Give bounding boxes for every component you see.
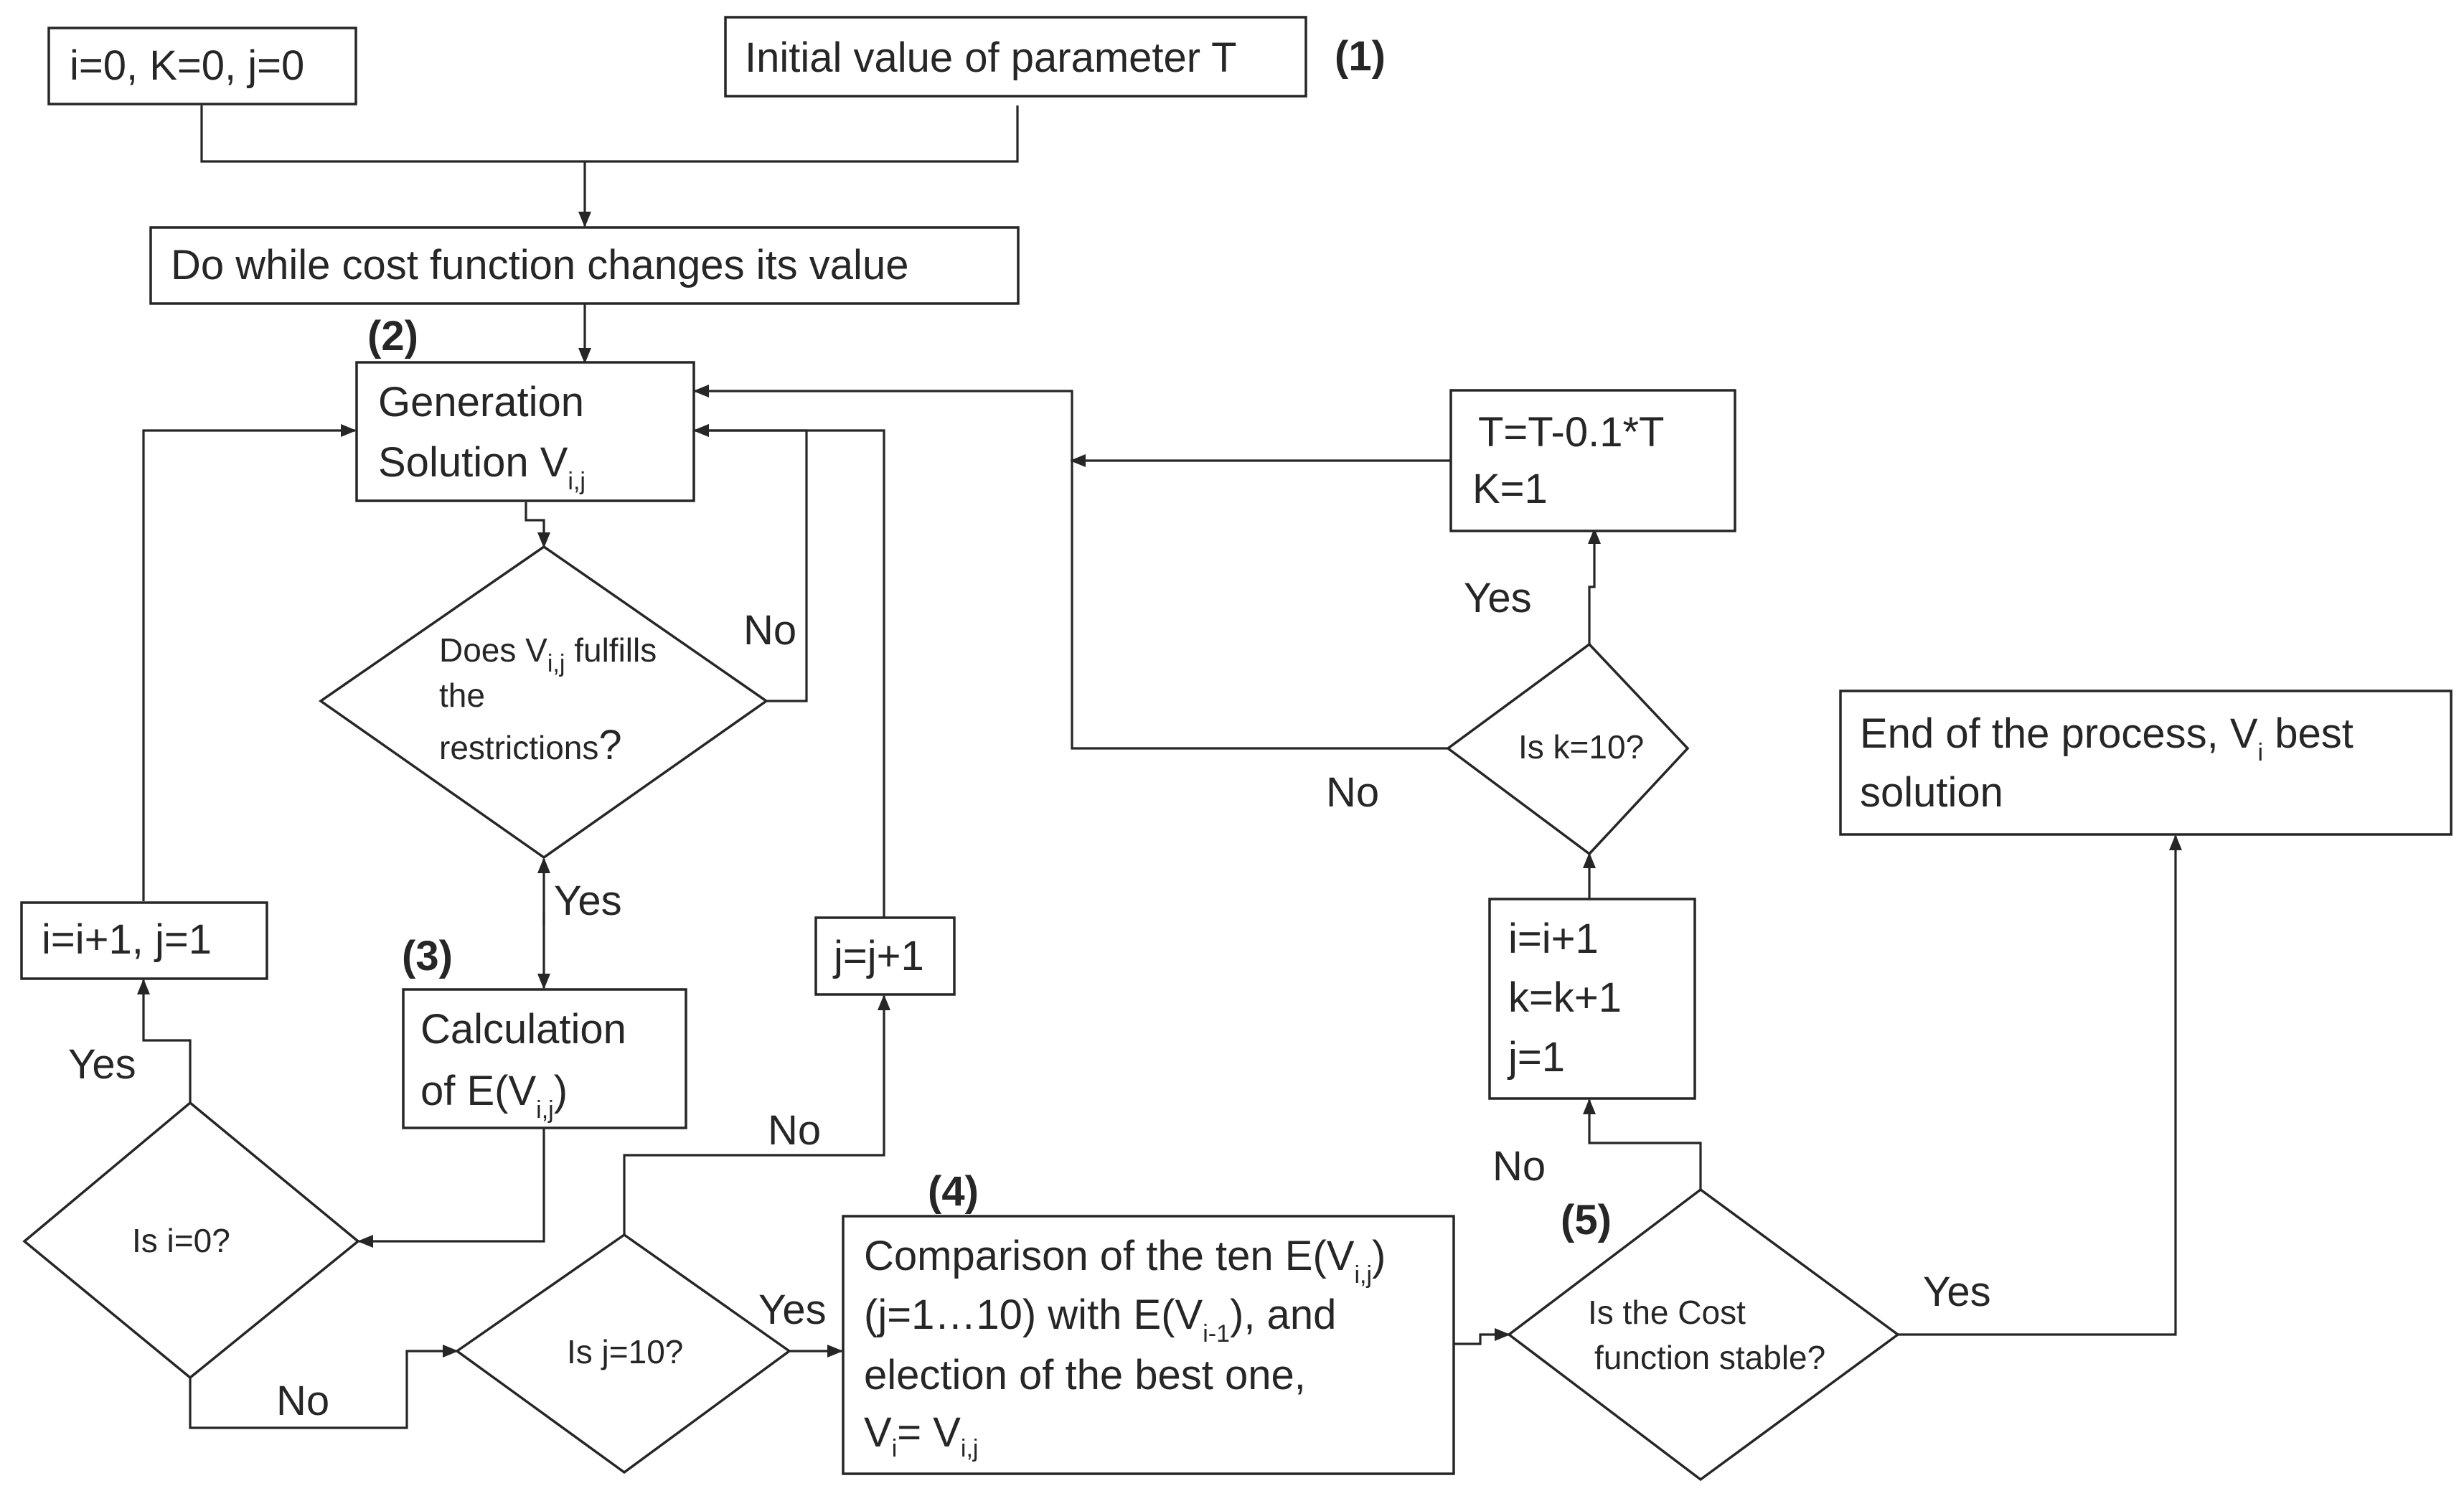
restrictions-line1: Does Vi,j fulfills	[439, 631, 657, 677]
is-j10-decision: Is j=10?	[454, 1233, 791, 1474]
inc-i-box: i=i+1, j=1	[20, 901, 268, 980]
calculation-box: Calculation of E(Vi,j)	[402, 988, 687, 1129]
edge-labels: No Yes Yes No Yes No No Yes No Yes	[68, 575, 1991, 1424]
is-i0-decision: Is i=0?	[22, 1101, 360, 1380]
step-number-5: (5)	[1561, 1197, 1612, 1243]
label-yes-stable: Yes	[1923, 1269, 1991, 1315]
step-number-2: (2)	[367, 313, 418, 359]
comparison-box: Comparison of the ten E(Vi,j) (j=1…10) w…	[842, 1215, 1455, 1475]
edge-incj-to-generation	[693, 424, 885, 918]
label-no-j10: No	[768, 1107, 821, 1154]
step-number-4: (4)	[928, 1168, 979, 1215]
step-number-3: (3)	[402, 933, 453, 979]
cost-stable-decision: Is the Cost function stable?	[1507, 1187, 1900, 1482]
edge-isi0-yes	[137, 979, 192, 1103]
end-box: End of the process, Vi best solution	[1839, 690, 2453, 836]
calc-line1: Calculation	[420, 1006, 626, 1053]
is-k10-text: Is k=10?	[1518, 728, 1644, 766]
inc-ik-line2: k=k+1	[1508, 974, 1622, 1021]
generation-line2: Solution Vi,j	[378, 439, 586, 495]
inc-j-text: j=j+1	[832, 933, 924, 979]
label-yes-k10: Yes	[1464, 575, 1532, 621]
label-no-restrictions: No	[743, 607, 796, 654]
label-no-stable: No	[1492, 1143, 1546, 1190]
edge-inci-to-generation	[142, 424, 357, 901]
step-numbers: (1) (2) (3) (4) (5)	[367, 33, 1612, 1243]
label-yes-restrictions: Yes	[554, 878, 622, 924]
edge-isk10-no	[693, 385, 1448, 750]
inc-ik-line3: j=1	[1507, 1034, 1565, 1081]
generation-box: Generation Solution Vi,j	[355, 361, 695, 502]
cost-stable-line1: Is the Cost	[1588, 1294, 1746, 1331]
init-T-box: Initial value of parameter T	[724, 16, 1307, 98]
do-while-text: Do while cost function changes its value	[171, 242, 908, 288]
connectors	[137, 105, 2182, 1429]
comp-line4: Vi= Vi,j	[864, 1409, 978, 1462]
edge-calc-to-isi0	[357, 1129, 545, 1248]
end-line2: solution	[1860, 769, 2003, 816]
edge-generation-to-restrictions	[525, 502, 550, 548]
calc-line2: of E(Vi,j)	[420, 1068, 568, 1124]
edge-isj10-no	[623, 994, 890, 1235]
do-while-box: Do while cost function changes its value	[149, 226, 1020, 305]
inc-i-text: i=i+1, j=1	[42, 916, 212, 963]
label-yes-j10: Yes	[758, 1286, 827, 1333]
edge-comp-to-stable	[1454, 1328, 1510, 1345]
update-T-line1: T=T-0.1*T	[1478, 409, 1664, 456]
comp-line3: election of the best one,	[864, 1352, 1306, 1398]
is-i0-text: Is i=0?	[132, 1222, 230, 1259]
restrictions-line2: the	[439, 677, 485, 714]
init-counters-text: i=0, K=0, j=0	[70, 42, 304, 89]
inc-j-box: j=j+1	[814, 916, 956, 996]
edge-stable-no	[1583, 1099, 1702, 1190]
restrictions-decision: Does Vi,j fulfills the restrictions?	[318, 545, 769, 860]
generation-line1: Generation	[378, 379, 584, 425]
step-number-1: (1)	[1335, 33, 1386, 80]
label-yes-i0: Yes	[68, 1041, 136, 1088]
edge-restrictions-no	[693, 424, 808, 702]
edge-init-counters-merge	[200, 105, 1019, 163]
edge-isk10-yes	[1588, 528, 1601, 644]
update-T-line2: K=1	[1472, 466, 1548, 512]
is-k10-decision: Is k=10?	[1446, 642, 1690, 856]
cost-stable-line2: function stable?	[1594, 1339, 1825, 1376]
comp-line1: Comparison of the ten E(Vi,j)	[864, 1233, 1386, 1289]
init-counters-box: i=0, K=0, j=0	[47, 27, 357, 105]
inc-ik-line1: i=i+1	[1508, 916, 1599, 962]
restrictions-line3: restrictions?	[439, 722, 622, 768]
edge-isi0-no	[189, 1345, 459, 1429]
label-no-k10: No	[1326, 769, 1379, 816]
inc-ik-box: i=i+1 k=k+1 j=1	[1488, 898, 1696, 1100]
end-line1: End of the process, Vi best	[1860, 710, 2354, 766]
edge-stable-yes	[1898, 834, 2182, 1336]
label-no-i0: No	[276, 1378, 329, 1424]
update-T-box: T=T-0.1*T K=1	[1449, 389, 1736, 532]
is-j10-text: Is j=10?	[567, 1333, 683, 1370]
comp-line2: (j=1…10) with E(Vi-1), and	[864, 1292, 1336, 1347]
init-T-text: Initial value of parameter T	[745, 34, 1237, 81]
